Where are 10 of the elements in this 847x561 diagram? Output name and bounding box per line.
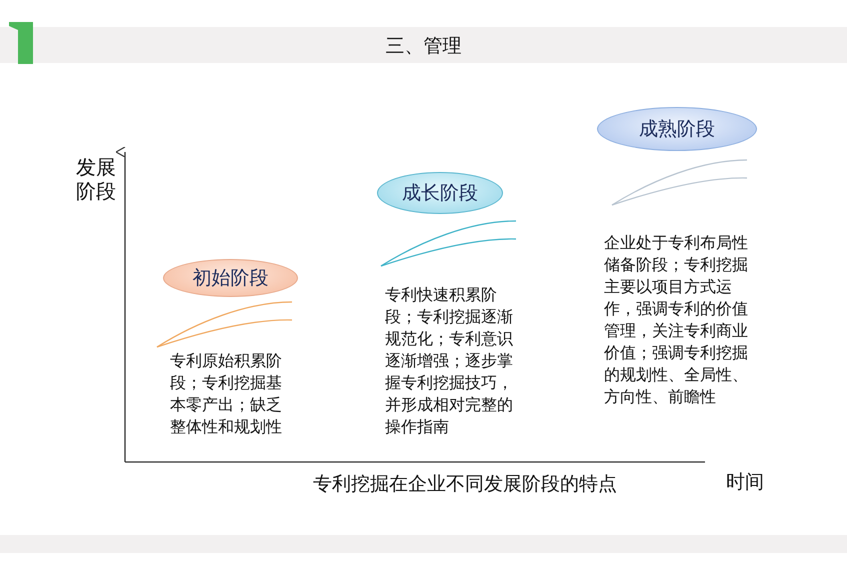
- description-text: 企业处于专利布局性储备阶段；专利挖掘主要以项目方式运作，强调专利的价值管理，关注专利商业价值；强调专利挖掘的规划性、全局性、方向性、前瞻性: [604, 232, 749, 408]
- axis-label: 时间: [726, 471, 765, 493]
- stage-ellipse: 成长阶段: [377, 172, 503, 214]
- slide-title: 三、管理: [384, 34, 462, 59]
- axis-label: 发展阶段: [76, 155, 117, 203]
- stage-ellipse: 初始阶段: [163, 259, 298, 297]
- caption-text: 专利挖掘在企业不同发展阶段的特点: [312, 472, 618, 497]
- description-text: 专利原始积累阶段；专利挖掘基本零产出；缺乏整体性和规划性: [170, 350, 283, 438]
- stage-ellipse: 成熟阶段: [597, 107, 757, 151]
- description-text: 专利快速积累阶段；专利挖掘逐渐规范化；专利意识逐渐增强；逐步掌握专利挖掘技巧，并形成相对完整的操作指南: [385, 284, 514, 438]
